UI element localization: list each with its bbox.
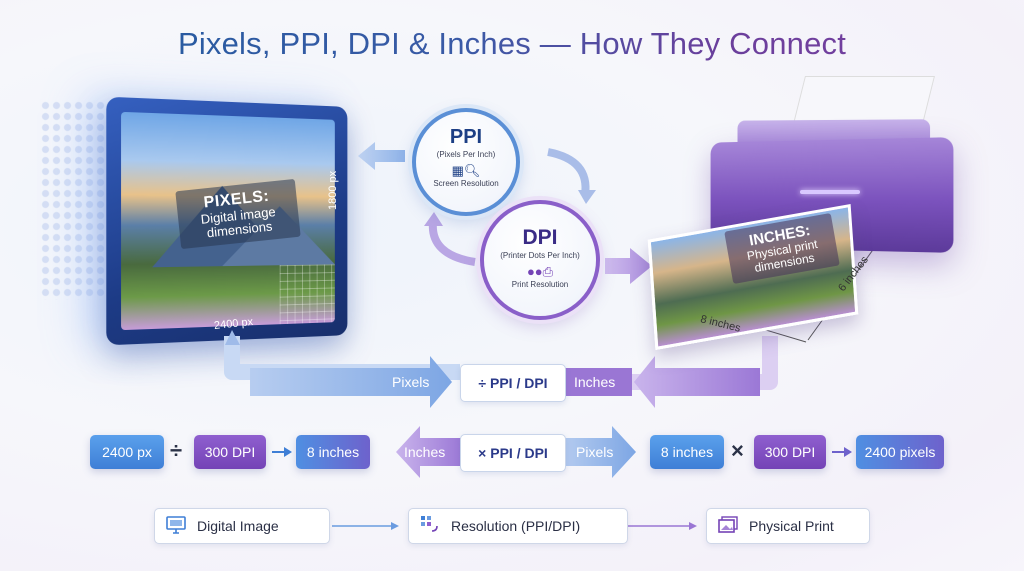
- example-left-result-pill: 8 inches: [296, 435, 370, 469]
- connector-monitor-down: [224, 336, 460, 380]
- bottom-step-2-label: Resolution (PPI/DPI): [451, 518, 581, 534]
- flow-mid-formula: × PPI / DPI: [460, 434, 566, 472]
- dpi-subtitle: (Printer Dots Per Inch): [500, 251, 580, 260]
- bottom-step-resolution: Resolution (PPI/DPI): [408, 508, 628, 544]
- arrow-ppi-to-dpi-curve: [547, 148, 590, 196]
- example-right-result-pill: 2400 pixels: [856, 435, 944, 469]
- dpi-circle: DPI (Printer Dots Per Inch) ●●⎙ Print Re…: [480, 200, 600, 320]
- bottom-step-physical-print: Physical Print: [706, 508, 870, 544]
- printer-indicator-light: [800, 190, 860, 194]
- flow-mid-right-text: Pixels: [576, 444, 614, 460]
- bottom-step-digital-image: Digital Image: [154, 508, 330, 544]
- ppi-circle: PPI (Pixels Per Inch) ▦🔍︎ Screen Resolut…: [412, 108, 520, 216]
- monitor-icon: [165, 515, 187, 537]
- flow-arrow-pixels-right: [250, 356, 452, 408]
- photo-print-icon: [717, 515, 739, 537]
- example-left-dpi-pill: 300 DPI: [194, 435, 266, 469]
- page-title: Pixels, PPI, DPI & Inches — How They Con…: [0, 26, 1024, 62]
- bottom-step-3-label: Physical Print: [749, 518, 834, 534]
- ppi-caption: Screen Resolution: [433, 179, 499, 188]
- flow-top-formula: ÷ PPI / DPI: [460, 364, 566, 402]
- arrow-dpi-to-printer: [605, 248, 652, 284]
- arrow-ppi-to-monitor: [358, 142, 405, 170]
- divide-operator: ÷: [170, 438, 183, 463]
- resolution-grid-icon: [419, 515, 441, 538]
- example-left-pixels-pill: 2400 px: [90, 435, 164, 469]
- example-right-dpi-pill: 300 DPI: [754, 435, 826, 469]
- flow-mid-left-text: Inches: [404, 444, 446, 460]
- mid-arrow-inches-left: [396, 426, 462, 478]
- bottom-step-1-label: Digital Image: [197, 518, 279, 534]
- ppi-subtitle: (Pixels Per Inch): [436, 150, 496, 159]
- pixel-grid-search-icon: ▦🔍︎: [451, 163, 481, 178]
- flow-top-right-text: Inches: [574, 374, 616, 390]
- ppi-title: PPI: [449, 126, 483, 148]
- arrow-dpi-to-ppi-curve: [428, 221, 476, 266]
- ink-drops-printer-icon: ●●⎙: [526, 264, 554, 279]
- example-right-inches-pill: 8 inches: [650, 435, 724, 469]
- flow-top-left-text: Pixels: [392, 374, 430, 390]
- flow-arrow-purple-body: [563, 368, 632, 396]
- multiply-operator: ×: [731, 438, 744, 463]
- dpi-caption: Print Resolution: [511, 280, 569, 289]
- flow-arrow-inches-left: [634, 356, 760, 408]
- dpi-title: DPI: [522, 226, 558, 249]
- mid-arrow-pixels-right: [560, 426, 636, 478]
